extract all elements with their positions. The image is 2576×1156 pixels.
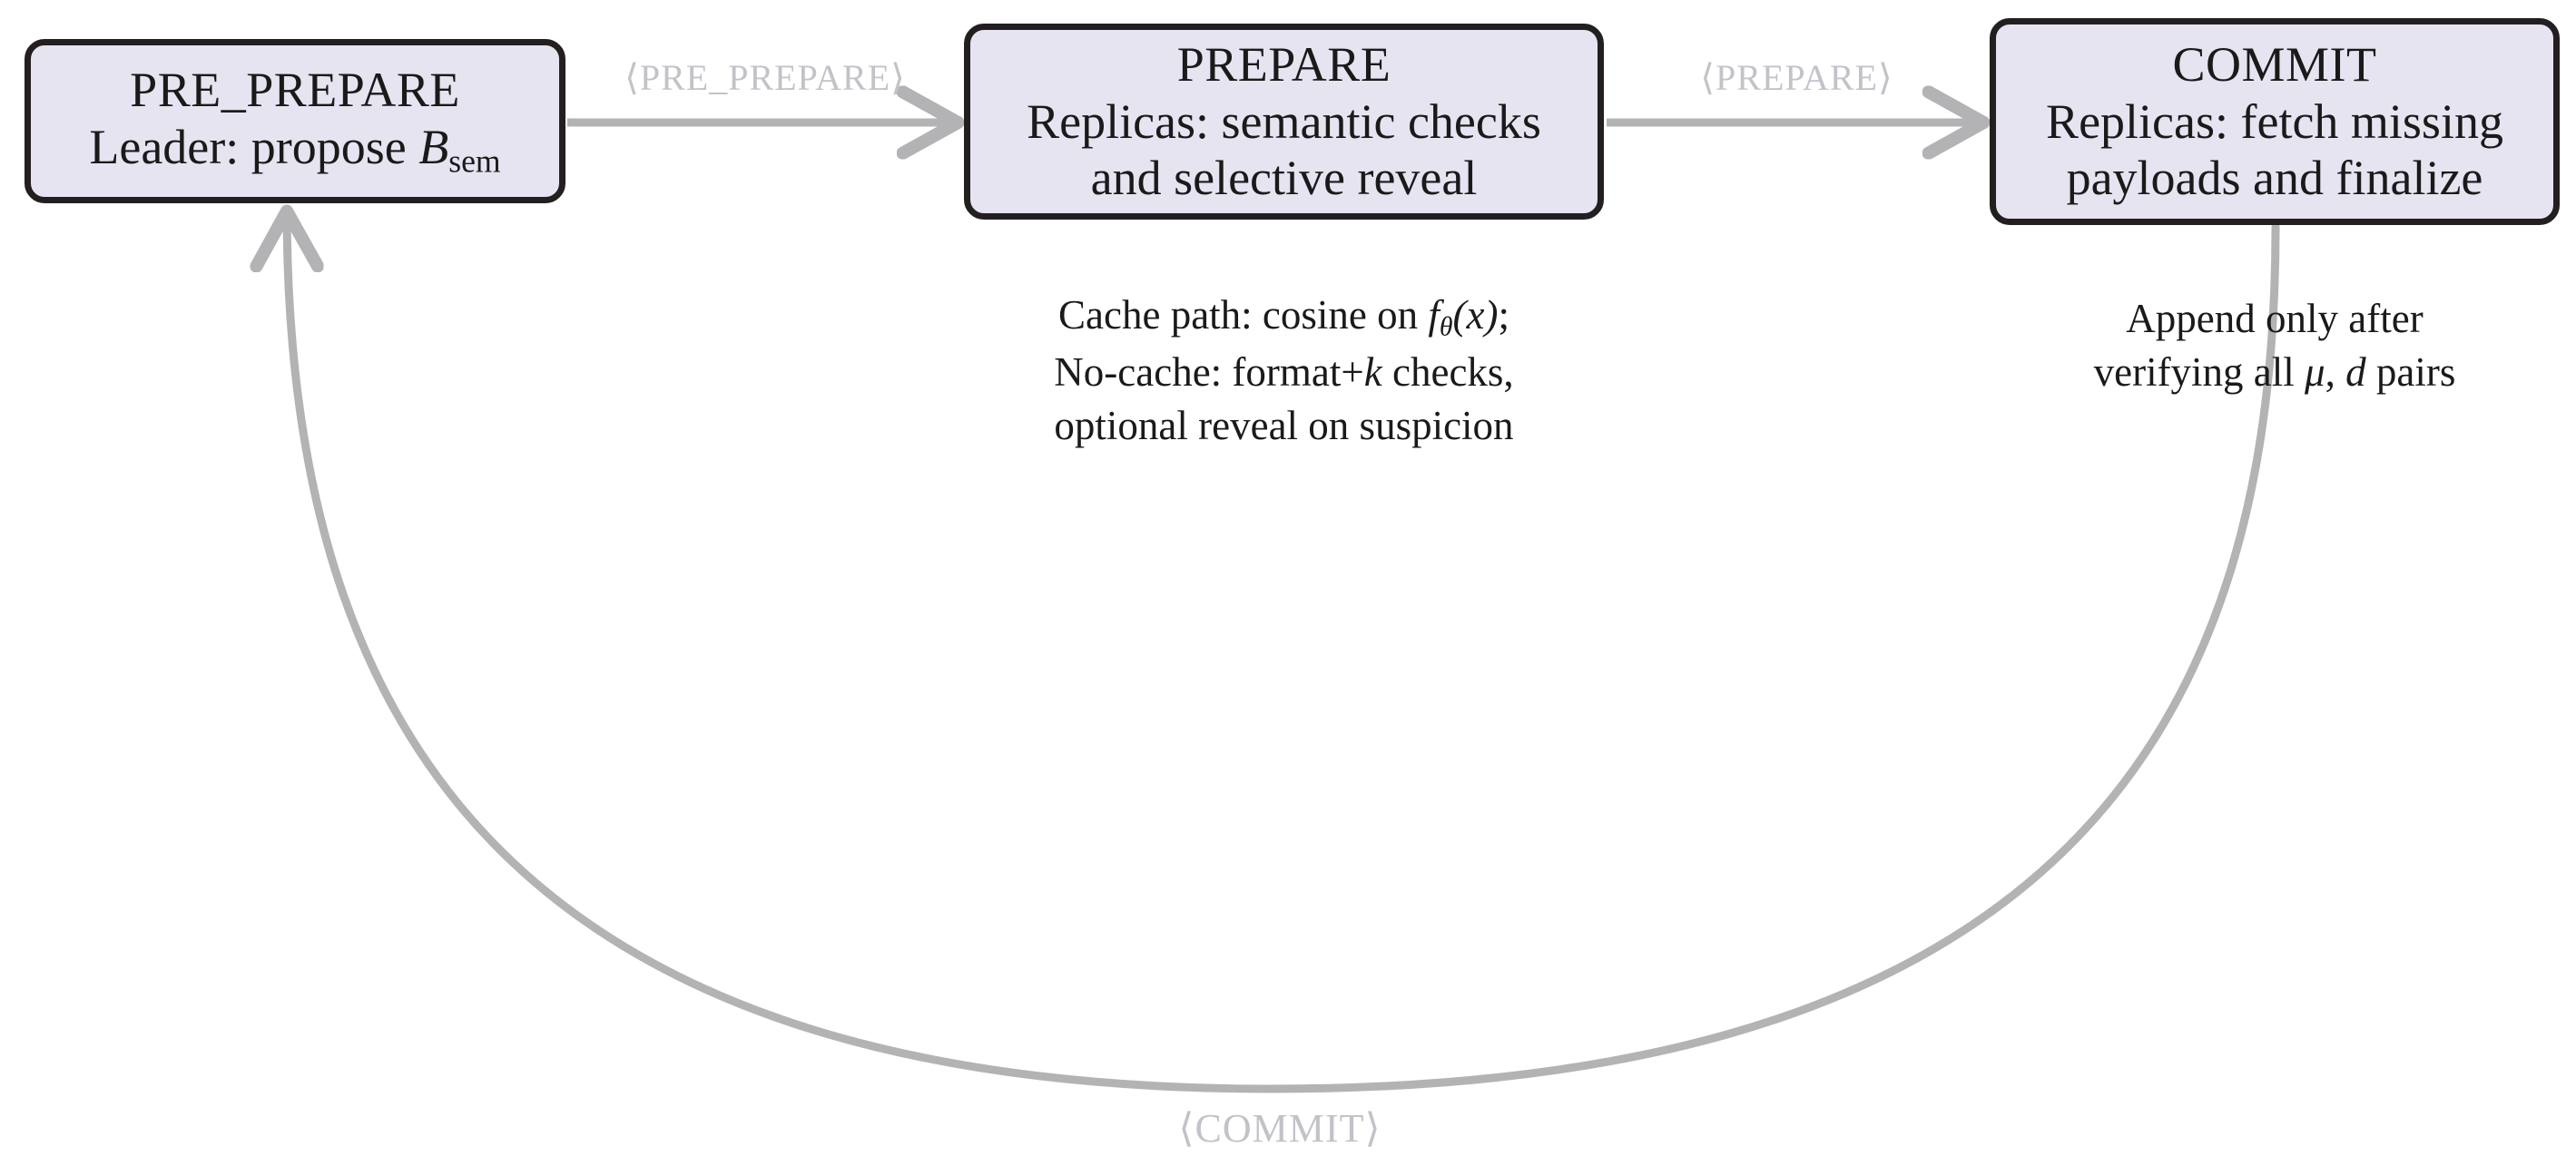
caption-commit-comma: ,: [2325, 349, 2346, 396]
edge-label-commit: ⟨COMMIT⟩: [1178, 1106, 1381, 1151]
node-commit-title: COMMIT: [2172, 37, 2377, 93]
node-commit-desc-line2: payloads and finalize: [2066, 151, 2483, 206]
caption-prepare-line2-prefix: No-cache: format+: [1054, 348, 1364, 395]
caption-commit-line2-prefix: verifying all: [2093, 349, 2306, 396]
caption-prepare-line2: No-cache: format+k checks,: [964, 346, 1604, 399]
node-prepare-desc-line2: and selective reveal: [1090, 151, 1478, 206]
node-commit[interactable]: COMMIT Replicas: fetch missing payloads …: [1990, 18, 2560, 225]
symbol-mu: μ: [2305, 349, 2325, 396]
node-pre-prepare-desc-prefix: Leader: propose: [89, 120, 419, 175]
node-prepare[interactable]: PREPARE Replicas: semantic checks and se…: [964, 24, 1604, 220]
subscript-theta: θ: [1439, 312, 1453, 342]
caption-prepare: Cache path: cosine on fθ(x); No-cache: f…: [964, 289, 1604, 454]
caption-commit: Append only after verifying all μ, d pai…: [1990, 292, 2560, 400]
caption-prepare-line1-tail: ;: [1498, 292, 1509, 338]
node-pre-prepare-desc: Leader: propose Bsem: [89, 119, 500, 181]
node-prepare-title: PREPARE: [1176, 37, 1391, 93]
caption-prepare-line2-tail: checks,: [1381, 348, 1514, 395]
caption-prepare-line1: Cache path: cosine on fθ(x);: [964, 289, 1604, 346]
caption-commit-line1: Append only after: [2126, 296, 2424, 341]
edge-label-prepare: ⟨PREPARE⟩: [1700, 57, 1893, 98]
symbol-x-arg: (x): [1452, 292, 1499, 338]
node-pre-prepare-title: PRE_PREPARE: [130, 63, 460, 118]
caption-prepare-line1-prefix: Cache path: cosine on: [1058, 292, 1429, 338]
symbol-d: d: [2345, 349, 2366, 396]
subscript-sem: sem: [448, 142, 501, 180]
node-commit-desc-line1: Replicas: fetch missing: [2046, 93, 2503, 149]
caption-prepare-line3: optional reveal on suspicion: [1054, 403, 1514, 449]
symbol-b: B: [418, 120, 449, 175]
symbol-k: k: [1363, 348, 1382, 395]
edge-label-pre-prepare: ⟨PRE_PREPARE⟩: [624, 57, 906, 98]
caption-commit-line2: verifying all μ, d pairs: [1990, 346, 2560, 399]
caption-commit-line2-tail: pairs: [2365, 349, 2456, 396]
node-pre-prepare[interactable]: PRE_PREPARE Leader: propose Bsem: [25, 39, 565, 203]
symbol-f: f: [1428, 292, 1440, 338]
node-prepare-desc-line1: Replicas: semantic checks: [1027, 93, 1541, 149]
